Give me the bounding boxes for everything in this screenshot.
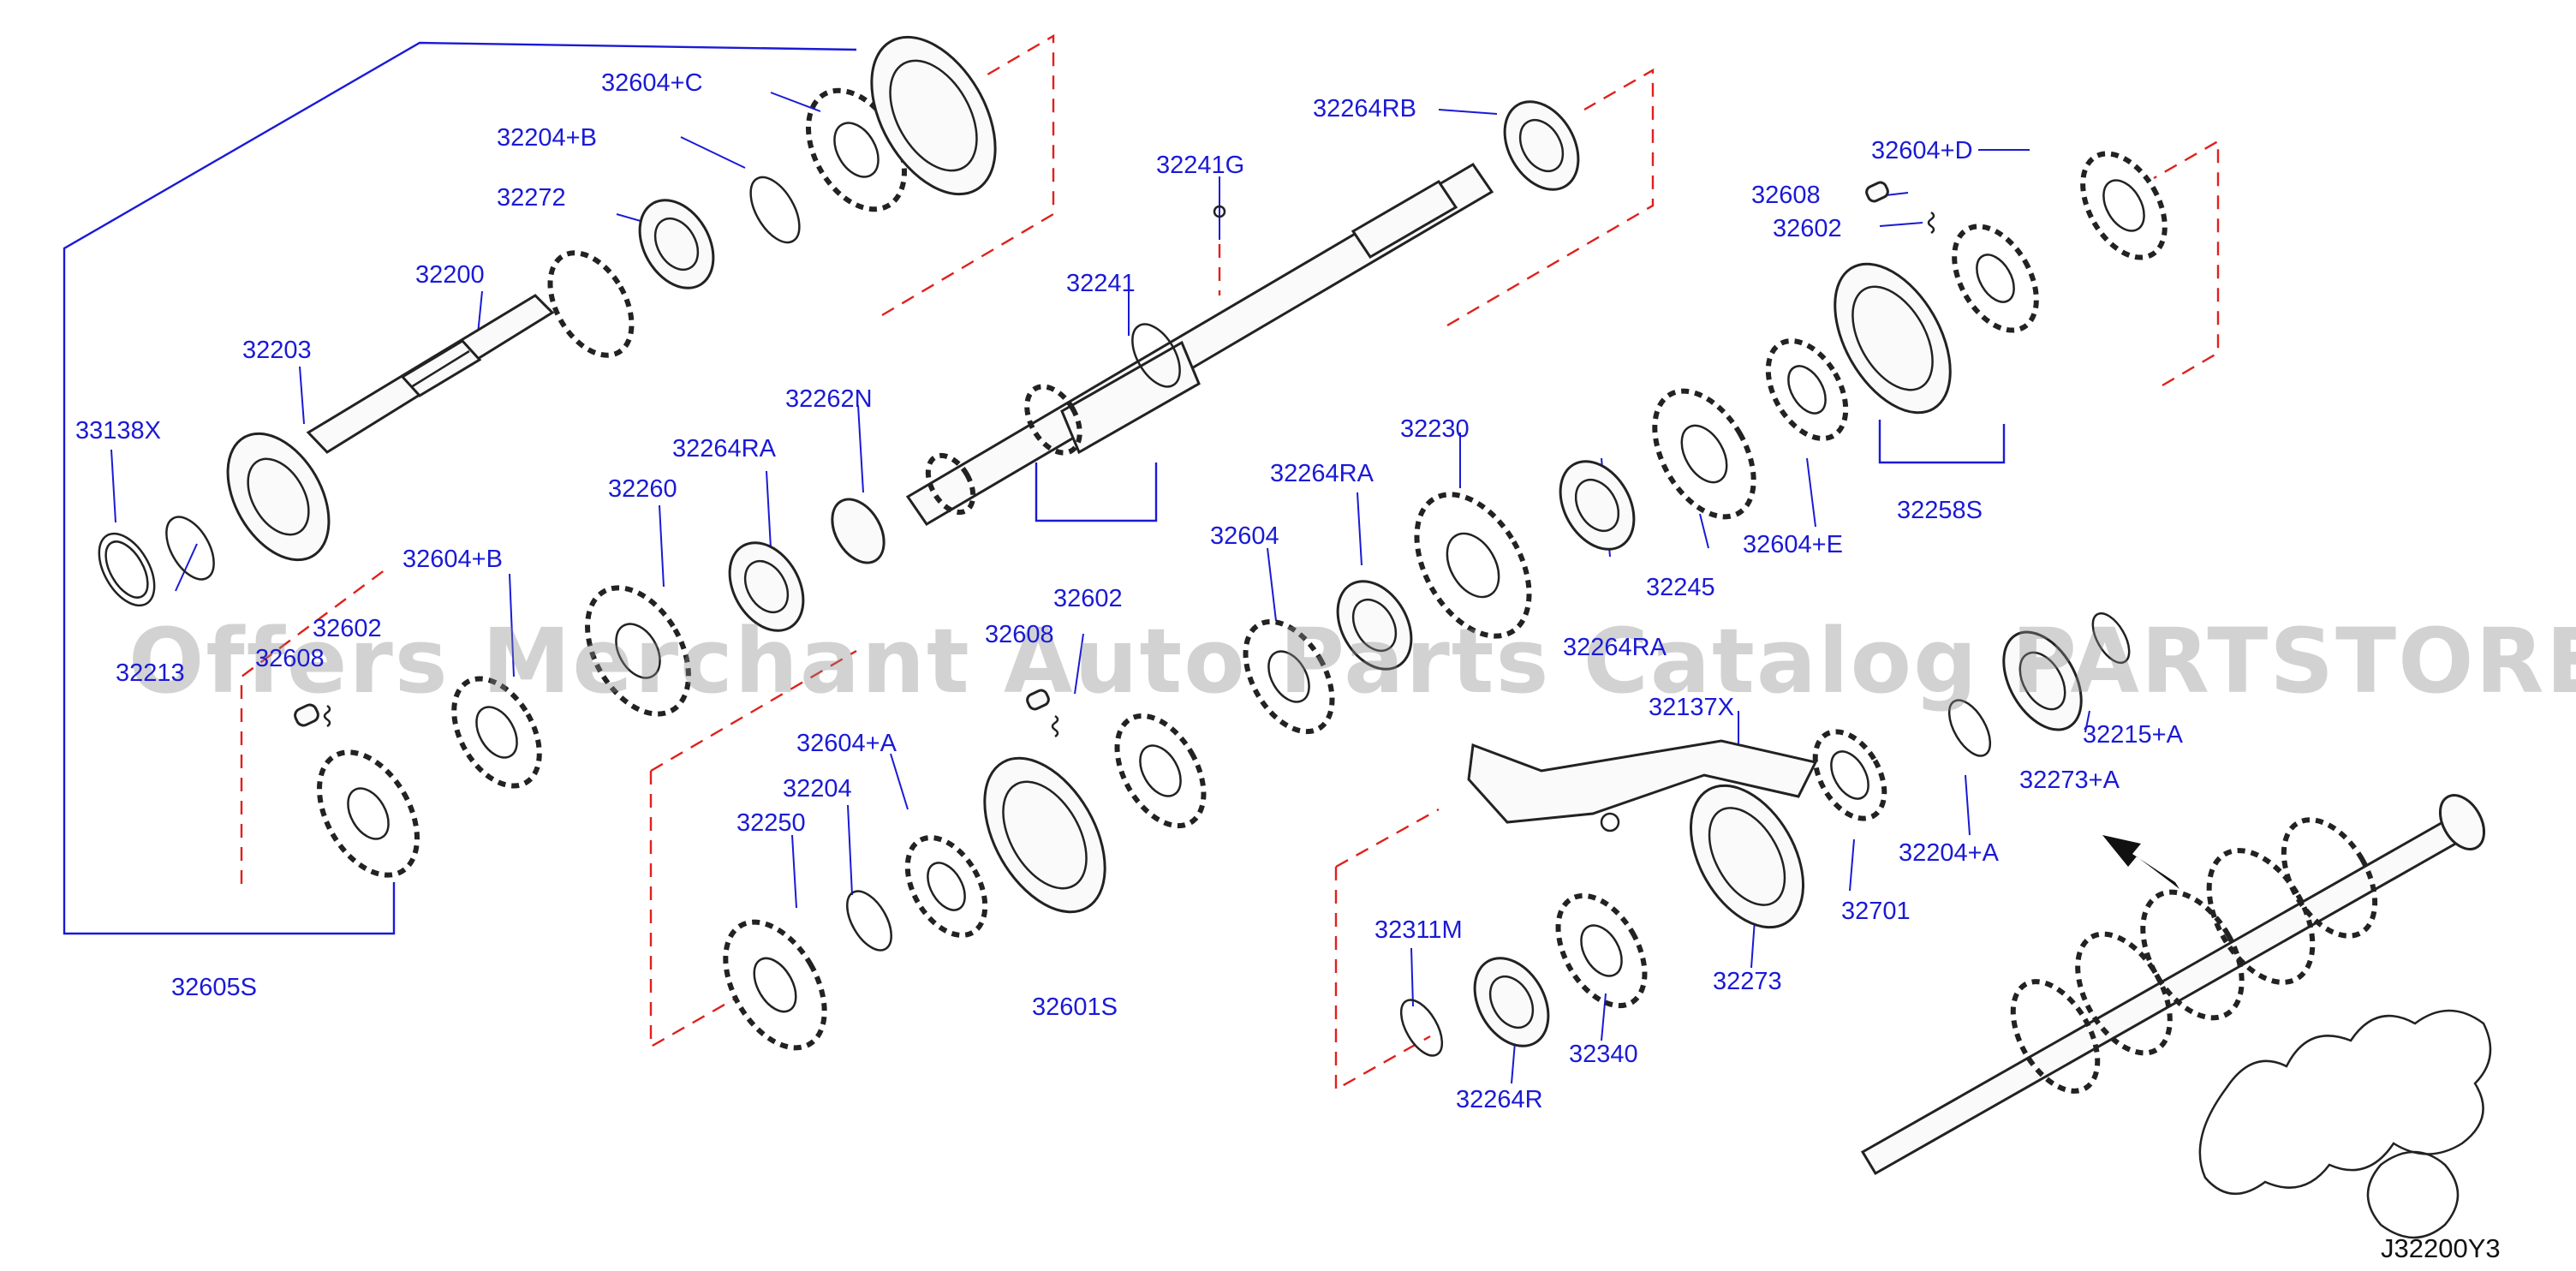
label-32340[interactable]: 32340: [1569, 1041, 1638, 1068]
label-32245[interactable]: 32245: [1646, 574, 1715, 601]
label-32604-d[interactable]: 32604+D: [1871, 137, 1973, 164]
left-synchro-group: [294, 676, 542, 878]
assembled-shaft-view: [1860, 794, 2492, 1239]
input-shaft-group: [98, 35, 997, 607]
label-32273[interactable]: 32273: [1713, 968, 1782, 995]
label-32260[interactable]: 32260: [608, 475, 677, 503]
label-32230[interactable]: 32230: [1400, 415, 1470, 443]
label-32602-left[interactable]: 32602: [313, 615, 382, 642]
label-32200[interactable]: 32200: [415, 261, 485, 289]
label-32602-right[interactable]: 32602: [1773, 215, 1842, 242]
right-lower-group: [1399, 612, 2131, 1057]
label-32604-b[interactable]: 32604+B: [402, 546, 503, 573]
right-upper-group: [1559, 151, 2168, 551]
label-32204[interactable]: 32204: [783, 775, 852, 803]
label-32604-c[interactable]: 32604+C: [601, 69, 703, 97]
watermark-text: Offers Merchant Auto Parts Catalog PARTS…: [128, 609, 2576, 713]
label-32241[interactable]: 32241: [1066, 270, 1136, 297]
label-32701[interactable]: 32701: [1841, 898, 1911, 925]
label-32204-a[interactable]: 32204+A: [1899, 839, 2000, 867]
label-32602-middle[interactable]: 32602: [1053, 585, 1123, 612]
leader-lines: [63, 41, 2090, 1084]
label-32258s[interactable]: 32258S: [1897, 497, 1983, 524]
main-shaft-group: [585, 100, 1580, 717]
label-32601s[interactable]: 32601S: [1032, 994, 1118, 1021]
label-32264ra-middle[interactable]: 32264RA: [1270, 460, 1374, 487]
guide-frames: [240, 33, 2220, 1092]
label-32608-middle[interactable]: 32608: [985, 621, 1054, 648]
middle-synchro-group: [723, 492, 1532, 1051]
label-32250[interactable]: 32250: [736, 809, 806, 837]
label-32264r[interactable]: 32264R: [1456, 1086, 1543, 1113]
label-32608-left[interactable]: 32608: [255, 645, 325, 672]
label-32311m[interactable]: 32311M: [1374, 916, 1463, 944]
label-32203[interactable]: 32203: [242, 337, 312, 364]
label-32213[interactable]: 32213: [116, 659, 185, 687]
label-32137x[interactable]: 32137X: [1649, 694, 1734, 721]
label-32272[interactable]: 32272: [497, 184, 566, 212]
label-32264rb[interactable]: 32264RB: [1313, 95, 1416, 122]
label-32608-right[interactable]: 32608: [1751, 182, 1821, 209]
label-32604-a[interactable]: 32604+A: [796, 730, 897, 757]
label-32241g[interactable]: 32241G: [1156, 152, 1244, 179]
label-32264ra-left[interactable]: 32264RA: [672, 435, 777, 462]
label-32604-e[interactable]: 32604+E: [1743, 531, 1843, 558]
label-32604[interactable]: 32604: [1210, 522, 1279, 550]
label-32605s[interactable]: 32605S: [171, 974, 257, 1001]
label-32262n[interactable]: 32262N: [785, 385, 873, 413]
label-32273-a[interactable]: 32273+A: [2019, 767, 2120, 794]
label-32204-b[interactable]: 32204+B: [497, 124, 597, 152]
diagram-reference-code: J32200Y3: [2381, 1233, 2501, 1263]
label-32264ra-right[interactable]: 32264RA: [1563, 634, 1667, 661]
label-33138x[interactable]: 33138X: [75, 417, 161, 445]
part-number-labels: 32604+C 32204+B 32272 32200 32203 33138X…: [75, 69, 2184, 1113]
label-32215-a[interactable]: 32215+A: [2083, 721, 2184, 749]
